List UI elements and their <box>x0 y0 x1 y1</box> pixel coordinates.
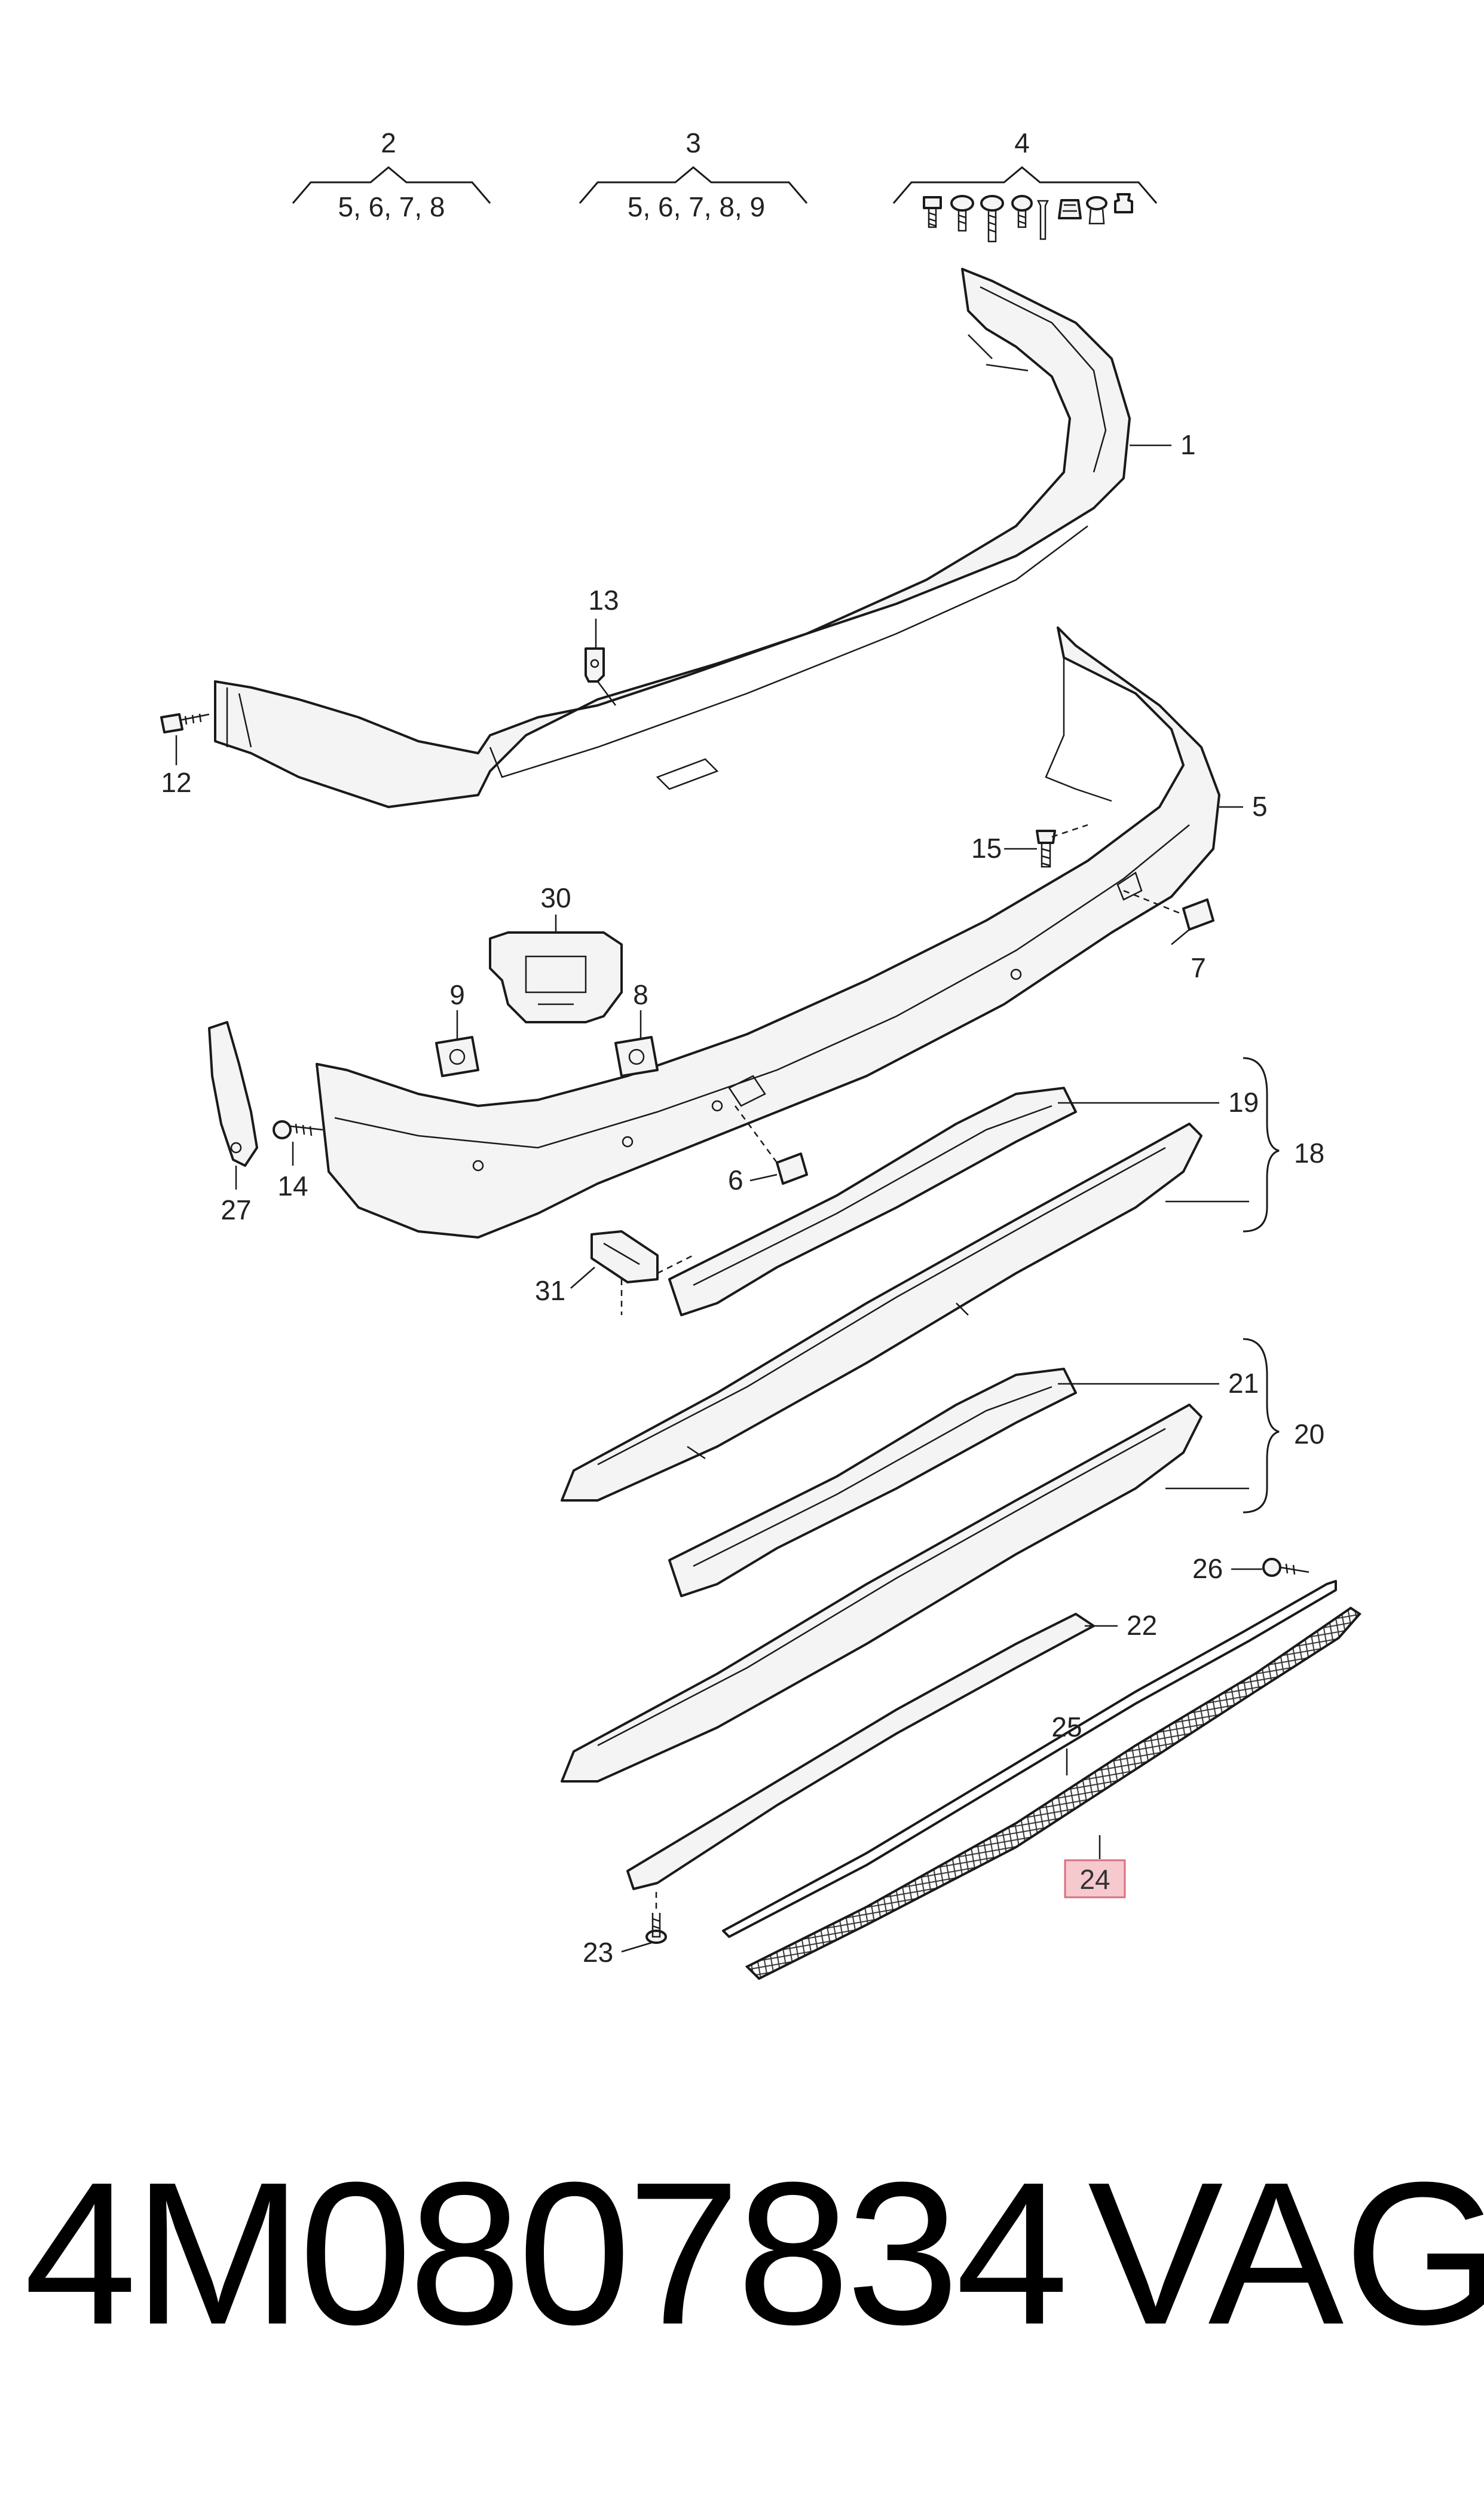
trim-strip-25 <box>722 1580 1337 1938</box>
screw-12-icon <box>160 713 210 733</box>
screw-15-icon <box>1036 830 1056 868</box>
screw-26-icon <box>1262 1558 1309 1577</box>
header-group-3: 3 5, 6, 7, 8, 9 <box>579 127 808 222</box>
callout-21: 21 <box>1228 1368 1259 1399</box>
callout-20: 20 <box>1294 1419 1324 1450</box>
callout-23: 23 <box>583 1937 613 1968</box>
callout-22: 22 <box>1127 1610 1157 1641</box>
bumper-cover-upper <box>214 268 1131 808</box>
bracket-8-icon <box>614 1036 659 1077</box>
trim-strip-22 <box>626 1613 1095 1890</box>
cap-7-icon <box>1182 898 1214 931</box>
screw-14-icon <box>273 1120 323 1139</box>
callout-18: 18 <box>1294 1138 1324 1169</box>
side-bracket-27-icon <box>208 1021 258 1167</box>
group-2-contents: 5, 6, 7, 8 <box>338 191 445 222</box>
callout-14: 14 <box>277 1170 308 1202</box>
clip-13-icon <box>585 647 605 683</box>
callout-7: 7 <box>1191 952 1206 983</box>
trim-frame-21 <box>668 1368 1077 1597</box>
callout-5: 5 <box>1252 791 1268 822</box>
group-3-ref: 3 <box>686 127 701 158</box>
screw-23-icon <box>645 1913 667 1944</box>
callout-13: 13 <box>588 585 619 616</box>
brand-label: VAG <box>1088 2140 1484 2367</box>
diffuser-18 <box>561 1123 1203 1502</box>
part-number-label: 4M0807834 <box>24 2140 1069 2367</box>
callout-6: 6 <box>728 1164 743 1196</box>
group-4-ref: 4 <box>1014 127 1030 158</box>
grille-mesh-24 <box>745 1606 1362 1980</box>
bracket-30-icon <box>489 931 623 1023</box>
header-group-2: 2 5, 6, 7, 8 <box>292 127 491 222</box>
group-2-ref: 2 <box>381 127 396 158</box>
trim-frame-19 <box>668 1087 1077 1316</box>
bracket-9-icon <box>435 1036 479 1077</box>
callout-27: 27 <box>221 1194 251 1225</box>
callout-30: 30 <box>540 882 571 913</box>
callout-15: 15 <box>971 833 1002 864</box>
diffuser-20 <box>561 1404 1203 1783</box>
header-group-4: 4 <box>892 127 1158 243</box>
cap-6-icon <box>776 1152 808 1185</box>
callout-31: 31 <box>535 1275 565 1306</box>
group-3-contents: 5, 6, 7, 8, 9 <box>628 191 765 222</box>
sensor-31-icon <box>590 1230 659 1283</box>
bumper-cover-main <box>316 626 1220 1239</box>
callout-26: 26 <box>1192 1553 1223 1584</box>
callout-8: 8 <box>633 979 648 1010</box>
callout-24: 24 <box>1079 1864 1110 1895</box>
callout-1: 1 <box>1180 429 1196 460</box>
callout-19: 19 <box>1228 1087 1259 1118</box>
callout-25: 25 <box>1051 1711 1082 1742</box>
highlighted-callout-24[interactable]: 24 <box>1064 1859 1126 1899</box>
callout-12: 12 <box>161 767 191 798</box>
callout-9: 9 <box>449 979 465 1010</box>
fastener-set-icon <box>923 193 1133 243</box>
